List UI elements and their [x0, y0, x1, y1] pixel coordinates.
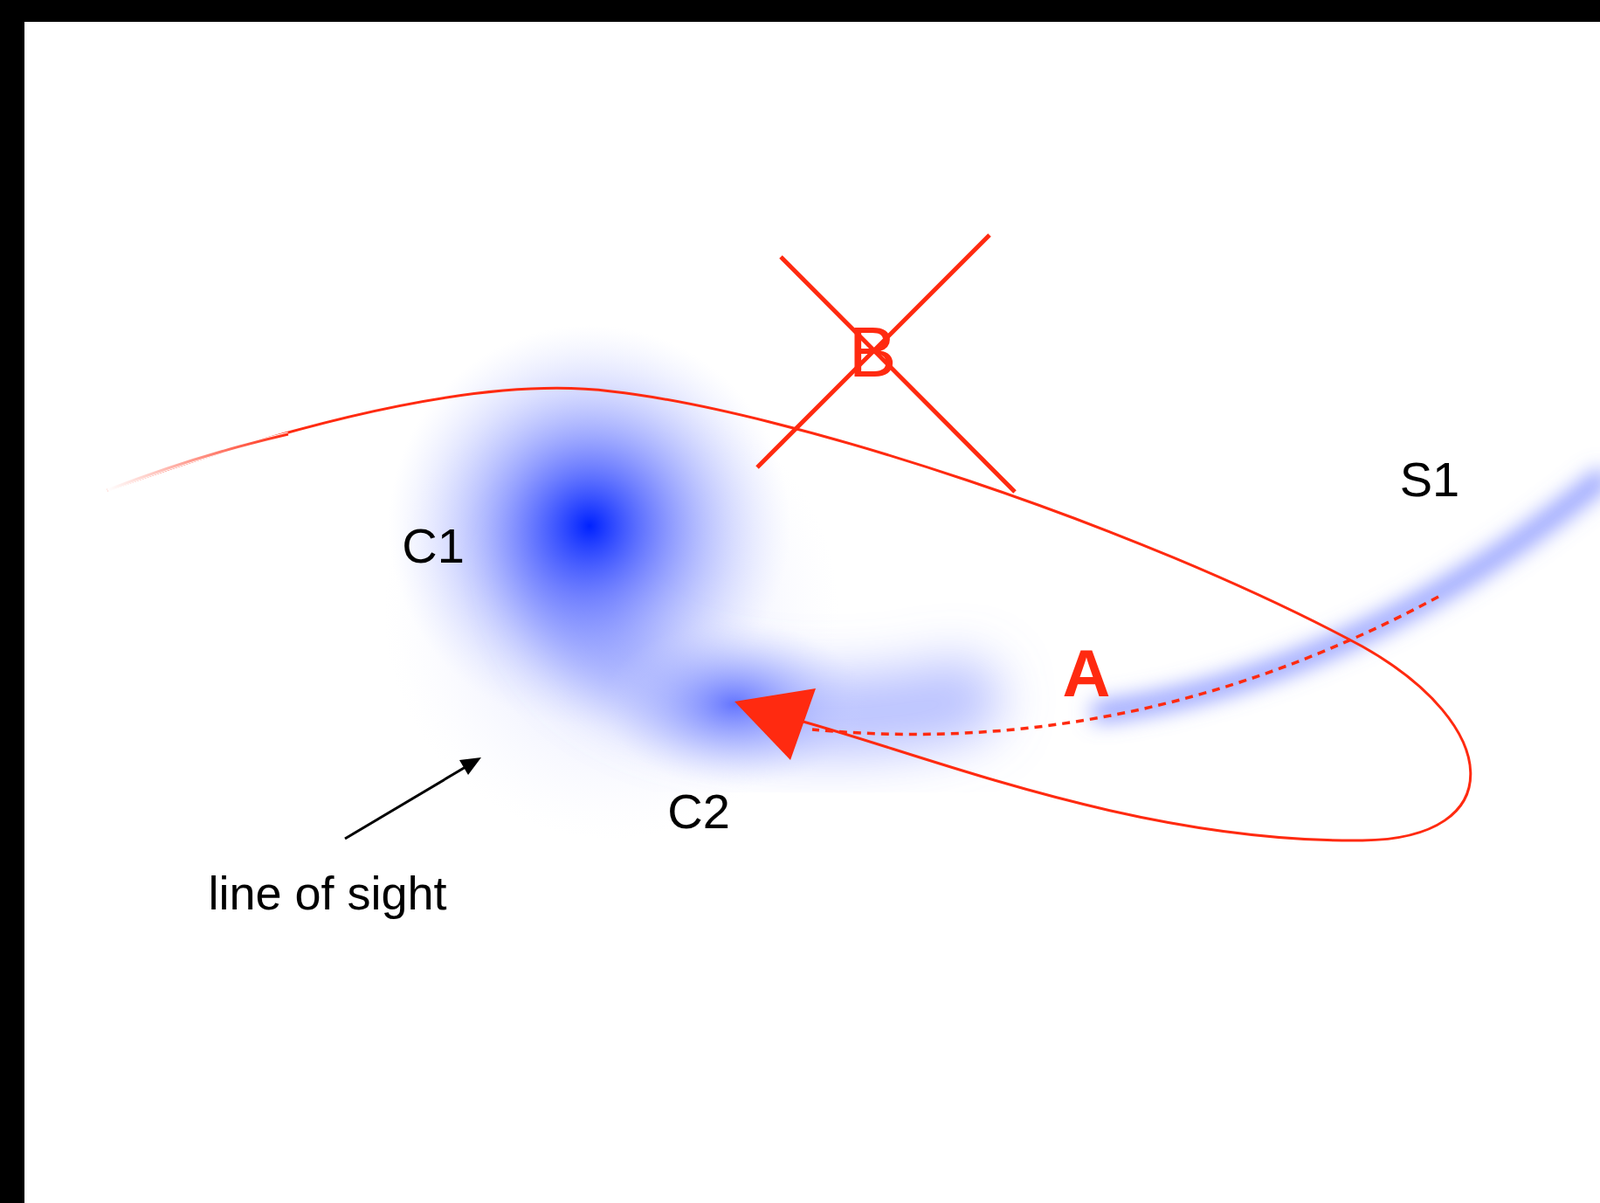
frame-bar [0, 0, 1600, 22]
galaxy-label: C2 [667, 786, 731, 836]
stream-s1 [1100, 479, 1600, 712]
sight-label: line of sight [207, 868, 447, 917]
frame-bar [0, 0, 25, 1203]
orbit-line [107, 387, 1471, 841]
orbit-fade-mask [107, 434, 289, 490]
path-label: A [1062, 640, 1111, 707]
stream-label: S1 [1400, 455, 1461, 504]
sight-arrow [344, 764, 470, 839]
arrowhead [734, 688, 816, 760]
sight-arrowhead [459, 757, 482, 775]
crossed-label: B [848, 316, 897, 388]
dashed-path [812, 596, 1439, 735]
cross-line [780, 256, 1015, 492]
cross-line [757, 234, 990, 468]
galaxy-label: C1 [401, 521, 465, 571]
orbit-fade [107, 434, 289, 490]
galaxy-c2 [603, 620, 866, 787]
